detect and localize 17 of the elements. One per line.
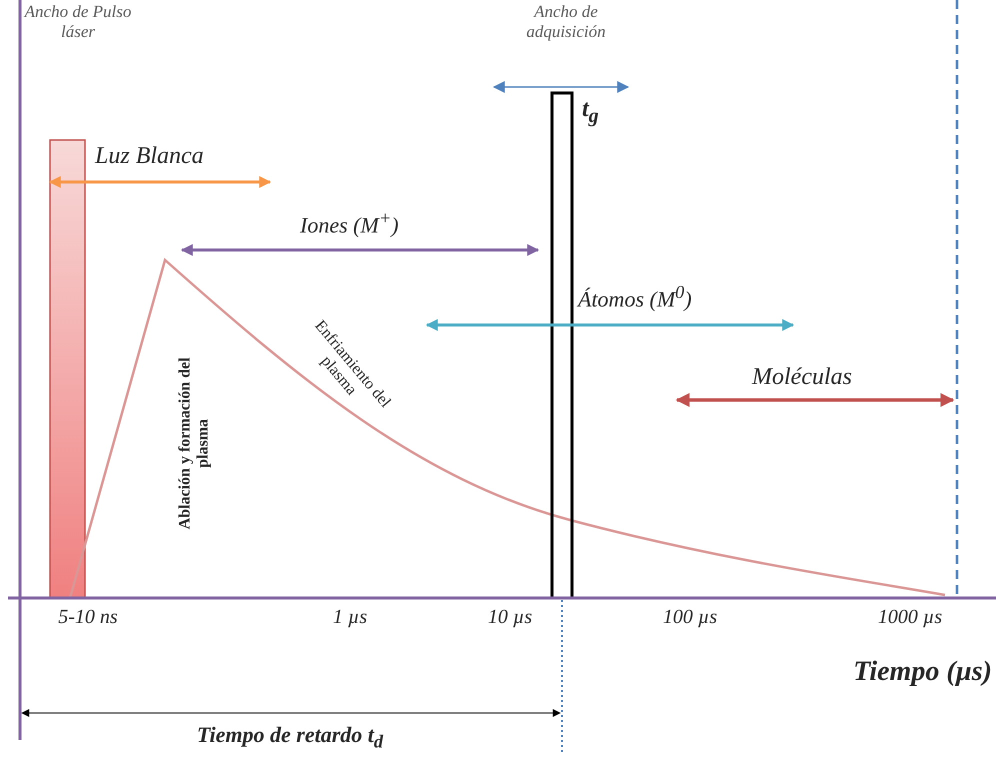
acquisition-gate-bar: [550, 92, 574, 600]
span-label: Iones (M$^{+}$): [300, 208, 400, 238]
tick-label: 5-10 ns: [57, 606, 119, 629]
axis-title: Tiempo de retardo t$_{d}$: [196, 722, 384, 752]
gate-time-label: t$_{g}$: [582, 96, 599, 128]
curve-label: Ablación y formación del plasma: [176, 356, 213, 532]
pulse-width-label: Ancho de Pulso láser: [23, 2, 132, 42]
tick-label: 100 µs: [662, 606, 718, 629]
laser-pulse-bar: [49, 139, 86, 599]
acquisition-width-label: Ancho de adquisición: [525, 2, 607, 42]
span-label: Luz Blanca: [95, 143, 205, 171]
tick-label: 1 µs: [332, 606, 368, 629]
tick-label: 1000 µs: [876, 606, 944, 629]
span-label: Átomos (M$^{0}$): [578, 282, 693, 312]
axis-title: Tiempo (µs): [852, 656, 992, 688]
span-label: Moléculas: [752, 364, 853, 392]
tick-label: 10 µs: [486, 606, 534, 629]
